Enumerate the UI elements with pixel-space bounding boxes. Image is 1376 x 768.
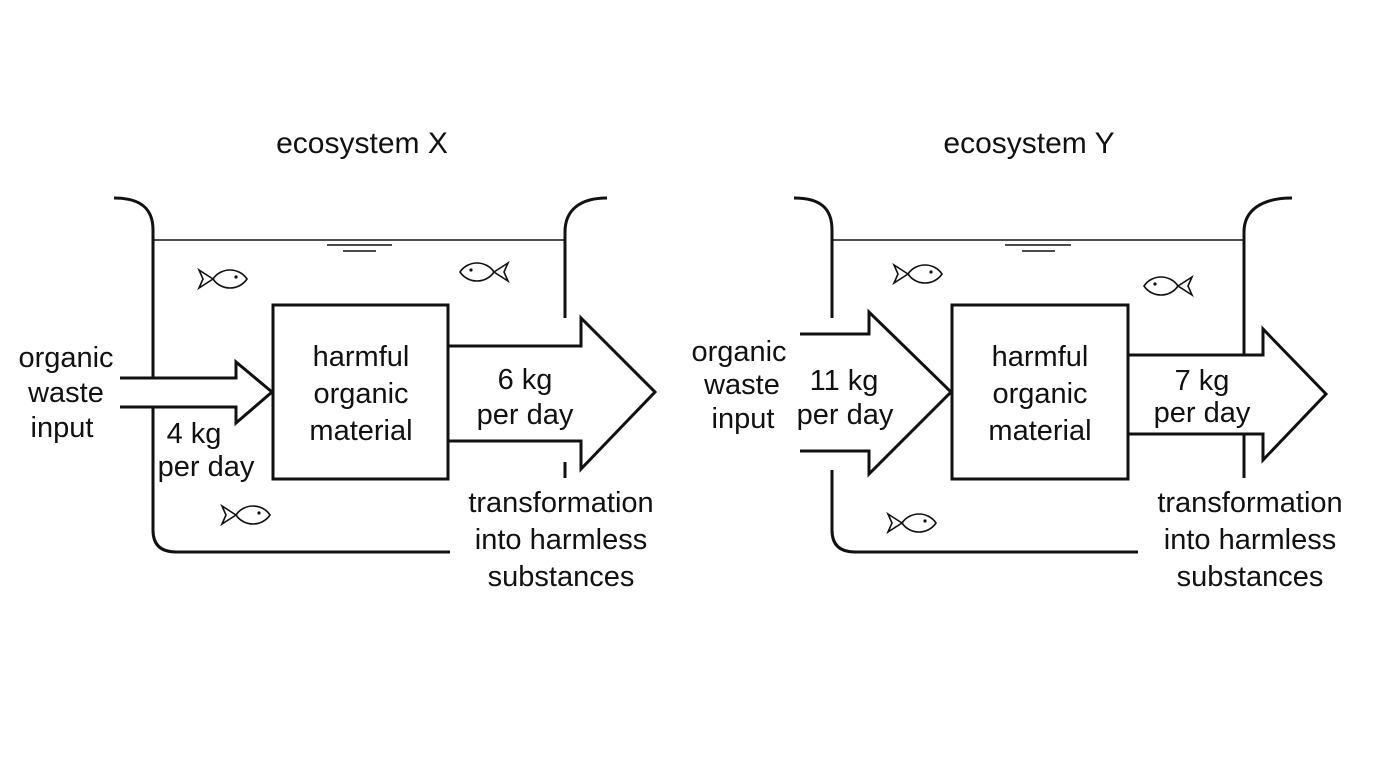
ecosystem-y-harmful-material-box xyxy=(950,303,1130,481)
ecosystem-y-output-arrow xyxy=(1128,325,1329,464)
ecosystem-x-box-label: harmful organic material xyxy=(309,341,412,447)
svg-text:11 kg: 11 kg xyxy=(810,365,879,397)
svg-text:6 kg: 6 kg xyxy=(498,364,553,396)
ecosystem-x-output-arrow xyxy=(448,314,658,473)
ecosystem-x-title: ecosystem X xyxy=(276,127,448,160)
water-surface-icon xyxy=(1005,244,1071,252)
ecosystem-x-input-label: organic waste input xyxy=(18,342,113,444)
svg-text:input: input xyxy=(31,412,94,444)
svg-text:harmful: harmful xyxy=(992,341,1089,373)
svg-text:waste: waste xyxy=(703,369,780,401)
svg-text:transformation: transformation xyxy=(468,487,653,519)
ecosystem-y-input-rate: 11 kg per day xyxy=(797,365,894,431)
ecosystem-x: ecosystem X organic xyxy=(18,127,658,593)
fish-icon xyxy=(197,267,248,291)
ecosystem-x-harmful-material-box xyxy=(271,303,450,481)
ecosystem-y: ecosystem Y organic xyxy=(691,127,1342,593)
fish-icon xyxy=(886,511,937,535)
svg-text:organic: organic xyxy=(18,342,113,374)
ecosystem-x-output-rate: 6 kg per day xyxy=(477,364,574,431)
ecosystem-y-tank-left-wall xyxy=(793,196,1138,554)
fish-icon xyxy=(459,260,510,284)
svg-text:7 kg: 7 kg xyxy=(1175,365,1230,397)
ecosystem-x-input-arrow xyxy=(120,358,275,427)
svg-text:organic: organic xyxy=(992,378,1087,410)
ecosystem-y-box-label: harmful organic material xyxy=(988,341,1091,447)
ecosystem-x-output-label: transformation into harmless substances xyxy=(468,487,653,593)
svg-text:waste: waste xyxy=(27,377,104,409)
svg-text:4 kg: 4 kg xyxy=(167,418,222,450)
svg-text:harmful: harmful xyxy=(313,341,410,373)
ecosystem-x-input-rate: 4 kg per day xyxy=(158,418,255,483)
svg-text:per day: per day xyxy=(158,451,255,483)
fish-icon xyxy=(1143,274,1194,298)
svg-text:transformation: transformation xyxy=(1157,487,1342,519)
svg-text:per day: per day xyxy=(477,399,574,431)
svg-text:substances: substances xyxy=(1177,561,1324,593)
ecosystem-y-title: ecosystem Y xyxy=(943,127,1114,160)
ecosystem-x-tank-right-wall xyxy=(563,196,608,478)
water-surface-icon xyxy=(327,244,392,252)
ecosystem-y-output-rate: 7 kg per day xyxy=(1154,365,1251,429)
svg-text:substances: substances xyxy=(488,561,635,593)
svg-text:material: material xyxy=(309,415,412,447)
ecosystem-y-output-label: transformation into harmless substances xyxy=(1157,487,1342,593)
svg-text:into harmless: into harmless xyxy=(475,524,647,556)
fish-icon xyxy=(220,503,271,527)
ecosystem-y-input-label: organic waste input xyxy=(691,336,786,435)
svg-text:into harmless: into harmless xyxy=(1164,524,1336,556)
svg-text:per day: per day xyxy=(1154,397,1251,429)
fish-icon xyxy=(892,262,943,286)
svg-text:organic: organic xyxy=(313,378,408,410)
ecosystem-y-tank-right-wall xyxy=(1242,196,1293,478)
svg-text:per day: per day xyxy=(797,399,894,431)
svg-text:organic: organic xyxy=(691,336,786,368)
svg-text:input: input xyxy=(712,403,775,435)
svg-text:material: material xyxy=(988,415,1091,447)
